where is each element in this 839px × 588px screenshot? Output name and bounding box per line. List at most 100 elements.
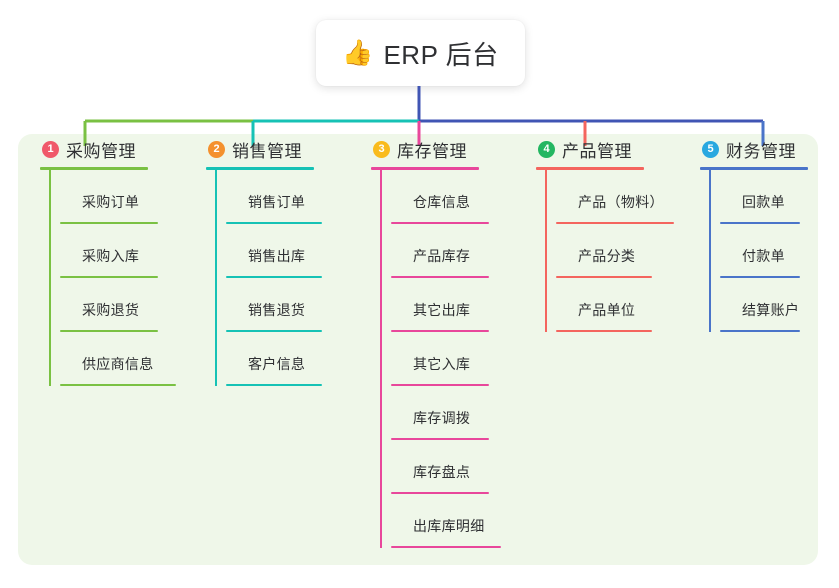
branch-column-5: 5 财务管理回款单付款单结算账户 — [700, 134, 839, 332]
branch-item-label: 销售出库 — [248, 248, 306, 264]
branch-column-3: 3 库存管理仓库信息产品库存其它出库其它入库库存调拨库存盘点出库库明细 — [371, 134, 521, 548]
branch-item-label: 结算账户 — [742, 302, 800, 318]
branch-items: 回款单付款单结算账户 — [700, 170, 839, 332]
branch-item[interactable]: 供应商信息 — [60, 332, 190, 386]
branch-item-rule — [391, 546, 501, 548]
branch-vertical-rail — [49, 170, 51, 386]
branch-header-3[interactable]: 3 库存管理 — [371, 134, 521, 164]
branch-item-rule — [391, 330, 489, 332]
branch-item-rule — [226, 222, 322, 224]
branch-items: 产品（物料） 产品分类产品单位 — [536, 170, 686, 332]
branch-number-badge: 4 — [538, 140, 555, 158]
branch-item-rule — [556, 276, 652, 278]
branch-item-rule — [391, 438, 489, 440]
branch-item-label: 供应商信息 — [82, 356, 154, 372]
branch-item-label: 产品库存 — [413, 248, 471, 264]
branch-item-rule — [556, 222, 674, 224]
branch-item-label: 库存盘点 — [413, 464, 471, 480]
root-node-card[interactable]: 👍 ERP 后台 — [316, 20, 525, 86]
branch-item-rule — [720, 330, 800, 332]
branch-columns: 1 采购管理采购订单采购入库采购退货供应商信息 2 销售管理销售订单销售出库销售退货客… — [0, 134, 839, 565]
branch-item-rule — [226, 276, 322, 278]
branch-item-label: 采购退货 — [82, 302, 140, 318]
branch-item[interactable]: 产品单位 — [556, 278, 686, 332]
branch-item[interactable]: 库存盘点 — [391, 440, 521, 494]
branch-item[interactable]: 出库库明细 — [391, 494, 521, 548]
branch-item-label: 销售订单 — [248, 194, 306, 210]
branch-item[interactable]: 销售退货 — [226, 278, 356, 332]
branch-item-rule — [226, 330, 322, 332]
branch-item-label: 采购订单 — [82, 194, 140, 210]
branch-item[interactable]: 采购订单 — [60, 170, 190, 224]
branch-item[interactable]: 产品分类 — [556, 224, 686, 278]
branch-vertical-rail — [215, 170, 217, 386]
branch-item-rule — [60, 384, 176, 386]
branch-header-rule — [536, 167, 644, 170]
branch-header-1[interactable]: 1 采购管理 — [40, 134, 190, 164]
branch-item-rule — [60, 330, 158, 332]
branch-header-rule — [371, 167, 479, 170]
branch-item-label: 其它出库 — [413, 302, 471, 318]
branch-number-badge: 5 — [702, 140, 719, 158]
branch-item[interactable]: 销售订单 — [226, 170, 356, 224]
thumbs-up-icon: 👍 — [342, 38, 374, 67]
branch-item[interactable]: 其它出库 — [391, 278, 521, 332]
branch-vertical-rail — [380, 170, 382, 548]
branch-item-rule — [556, 330, 652, 332]
branch-item-rule — [391, 222, 489, 224]
branch-item[interactable]: 仓库信息 — [391, 170, 521, 224]
branch-item-label: 仓库信息 — [413, 194, 471, 210]
branch-item-label: 产品（物料） — [578, 194, 664, 210]
branch-item[interactable]: 采购入库 — [60, 224, 190, 278]
branch-header-rule — [40, 167, 148, 170]
branch-item[interactable]: 销售出库 — [226, 224, 356, 278]
branch-item-label: 销售退货 — [248, 302, 306, 318]
branch-header-2[interactable]: 2 销售管理 — [206, 134, 356, 164]
branch-number-badge: 1 — [42, 140, 59, 158]
branch-column-4: 4 产品管理产品（物料） 产品分类产品单位 — [536, 134, 686, 332]
page-title: ERP 后台 — [383, 39, 499, 70]
branch-title: 销售管理 — [232, 141, 302, 161]
branch-item[interactable]: 产品（物料） — [556, 170, 686, 224]
branch-item-label: 客户信息 — [248, 356, 306, 372]
branch-header-rule — [206, 167, 314, 170]
branch-vertical-rail — [709, 170, 711, 332]
branch-title: 库存管理 — [397, 141, 467, 161]
branch-item-rule — [720, 276, 800, 278]
branch-column-1: 1 采购管理采购订单采购入库采购退货供应商信息 — [40, 134, 190, 386]
branch-column-2: 2 销售管理销售订单销售出库销售退货客户信息 — [206, 134, 356, 386]
branch-item[interactable]: 产品库存 — [391, 224, 521, 278]
branch-items: 销售订单销售出库销售退货客户信息 — [206, 170, 356, 386]
branch-item-label: 库存调拨 — [413, 410, 471, 426]
branch-item-rule — [60, 222, 158, 224]
branch-item-label: 付款单 — [742, 248, 785, 264]
branch-number-badge: 2 — [208, 140, 225, 158]
branch-item-rule — [720, 222, 800, 224]
branch-item-label: 产品单位 — [578, 302, 636, 318]
branch-item-label: 出库库明细 — [413, 518, 485, 534]
branch-item[interactable]: 结算账户 — [720, 278, 839, 332]
branch-item-rule — [391, 276, 489, 278]
branch-item[interactable]: 库存调拨 — [391, 386, 521, 440]
branch-item[interactable]: 付款单 — [720, 224, 839, 278]
branch-header-rule — [700, 167, 808, 170]
branch-item-label: 其它入库 — [413, 356, 471, 372]
branch-items: 采购订单采购入库采购退货供应商信息 — [40, 170, 190, 386]
branch-item[interactable]: 客户信息 — [226, 332, 356, 386]
branch-header-5[interactable]: 5 财务管理 — [700, 134, 839, 164]
branch-title: 采购管理 — [66, 141, 136, 161]
branch-title: 产品管理 — [562, 141, 632, 161]
branch-items: 仓库信息产品库存其它出库其它入库库存调拨库存盘点出库库明细 — [371, 170, 521, 548]
branch-vertical-rail — [545, 170, 547, 332]
branch-item-rule — [226, 384, 322, 386]
branch-item-label: 回款单 — [742, 194, 785, 210]
branch-title: 财务管理 — [726, 141, 796, 161]
branch-item[interactable]: 回款单 — [720, 170, 839, 224]
branch-item[interactable]: 采购退货 — [60, 278, 190, 332]
branch-number-badge: 3 — [373, 140, 390, 158]
branch-item-rule — [60, 276, 158, 278]
branch-item-label: 采购入库 — [82, 248, 140, 264]
branch-item-rule — [391, 492, 489, 494]
branch-header-4[interactable]: 4 产品管理 — [536, 134, 686, 164]
branch-item[interactable]: 其它入库 — [391, 332, 521, 386]
